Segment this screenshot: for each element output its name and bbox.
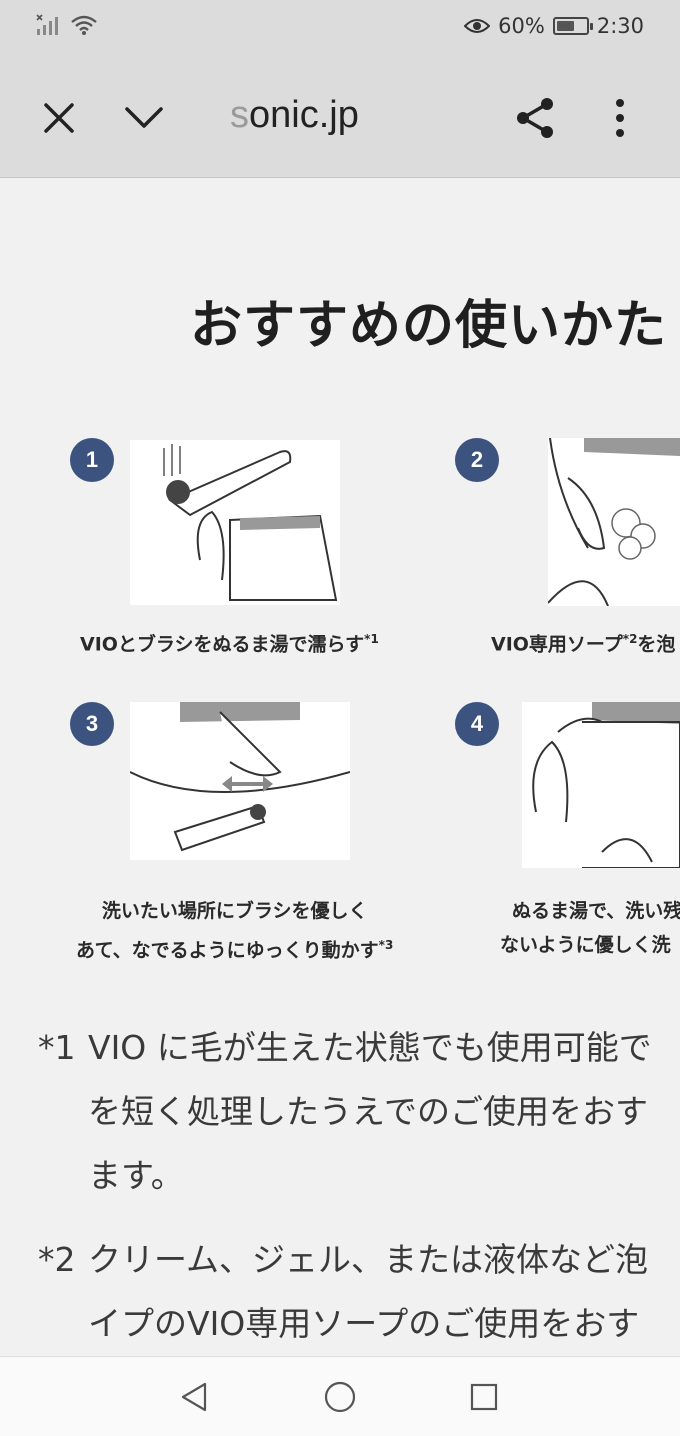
battery-icon xyxy=(552,17,593,35)
web-content[interactable]: おすすめの使いかた 1 VIOとブラシをぬるま湯で濡らす*1 2 xyxy=(0,178,680,1356)
shower-rinse-illustration xyxy=(532,702,680,869)
step-number: 1 xyxy=(70,438,114,482)
step-4-illustration xyxy=(522,702,680,869)
footnote-ref: *3 xyxy=(378,938,394,952)
url-faded: s xyxy=(230,94,249,136)
footnote-ref: *2 xyxy=(622,632,638,646)
home-circle-icon xyxy=(324,1381,356,1413)
step-number: 4 xyxy=(455,702,499,746)
step-1-caption: VIOとブラシをぬるま湯で濡らす*1 xyxy=(80,622,379,661)
caption-text: VIOとブラシをぬるま湯で濡らす xyxy=(80,633,365,656)
status-left xyxy=(36,14,98,36)
status-right: 60% 2:30 xyxy=(464,14,644,38)
caption-line-1: 洗いたい場所にブラシを優しく xyxy=(101,900,368,922)
more-vert-icon xyxy=(616,99,624,137)
caption-tail: を泡 xyxy=(637,633,676,656)
step-2-caption: VIO専用ソープ*2を泡 xyxy=(491,622,675,661)
step-1-illustration xyxy=(130,440,340,605)
share-icon xyxy=(517,98,553,138)
more-options-button[interactable] xyxy=(588,86,652,150)
step-3-caption: 洗いたい場所にブラシを優しく あて、なでるようにゆっくり動かす*3 xyxy=(76,894,393,967)
step-3-illustration xyxy=(129,702,351,860)
url-text[interactable]: sonic.jp xyxy=(230,94,359,137)
footnote-line-2: を短く処理したうえでのご使用をおす xyxy=(88,1092,649,1131)
step-2-illustration xyxy=(547,437,680,607)
url-main: onic.jp xyxy=(249,94,359,136)
recents-button[interactable] xyxy=(462,1375,506,1419)
status-bar: 60% 2:30 xyxy=(0,0,680,58)
recents-square-icon xyxy=(470,1383,498,1411)
caption-text: VIO専用ソープ xyxy=(491,633,623,656)
caption-line-2: ないように優しく洗 xyxy=(500,934,671,956)
caption-line-1: ぬるま湯で、洗い残 xyxy=(512,900,680,922)
footnote-mark: *1 xyxy=(38,1028,76,1067)
step-number: 3 xyxy=(70,702,114,746)
close-icon xyxy=(44,103,74,133)
back-triangle-icon xyxy=(181,1382,207,1412)
footnote-mark: *2 xyxy=(38,1240,76,1279)
brush-wetting-illustration xyxy=(163,444,338,601)
footnote-line-1: VIO に毛が生えた状態でも使用可能で xyxy=(88,1028,652,1067)
soap-foam-illustration xyxy=(547,437,680,607)
battery-percent: 60% xyxy=(498,14,545,38)
caption-line-2: あて、なでるようにゆっくり動かす xyxy=(76,939,379,962)
footnote-line-1: クリーム、ジェル、または液体など泡 xyxy=(88,1240,649,1279)
chevron-down-icon xyxy=(125,107,163,128)
close-button[interactable] xyxy=(27,86,91,150)
footnote-line-2: イプのVIO専用ソープのご使用をおす xyxy=(88,1304,640,1343)
footnote-2: *2 クリーム、ジェル、または液体など泡 イプのVIO専用ソープのご使用をおす xyxy=(38,1228,680,1356)
footnote-line-3: ます。 xyxy=(88,1156,184,1195)
step-number: 2 xyxy=(455,438,499,482)
share-button[interactable] xyxy=(503,86,567,150)
eye-comfort-icon xyxy=(464,19,491,33)
brush-motion-illustration xyxy=(129,702,351,852)
system-nav-bar xyxy=(0,1356,680,1436)
clock: 2:30 xyxy=(596,14,644,38)
collapse-button[interactable] xyxy=(112,86,176,150)
back-button[interactable] xyxy=(172,1375,216,1419)
home-button[interactable] xyxy=(318,1375,362,1419)
page-heading: おすすめの使いかた xyxy=(190,296,668,356)
browser-toolbar: sonic.jp xyxy=(0,58,680,178)
battery-fill xyxy=(556,21,574,31)
signal-icon xyxy=(36,14,58,35)
footnote-ref: *1 xyxy=(364,632,379,646)
step-4-caption: ぬるま湯で、洗い残 ないように優しく洗 xyxy=(500,894,680,962)
wifi-icon xyxy=(71,15,97,35)
